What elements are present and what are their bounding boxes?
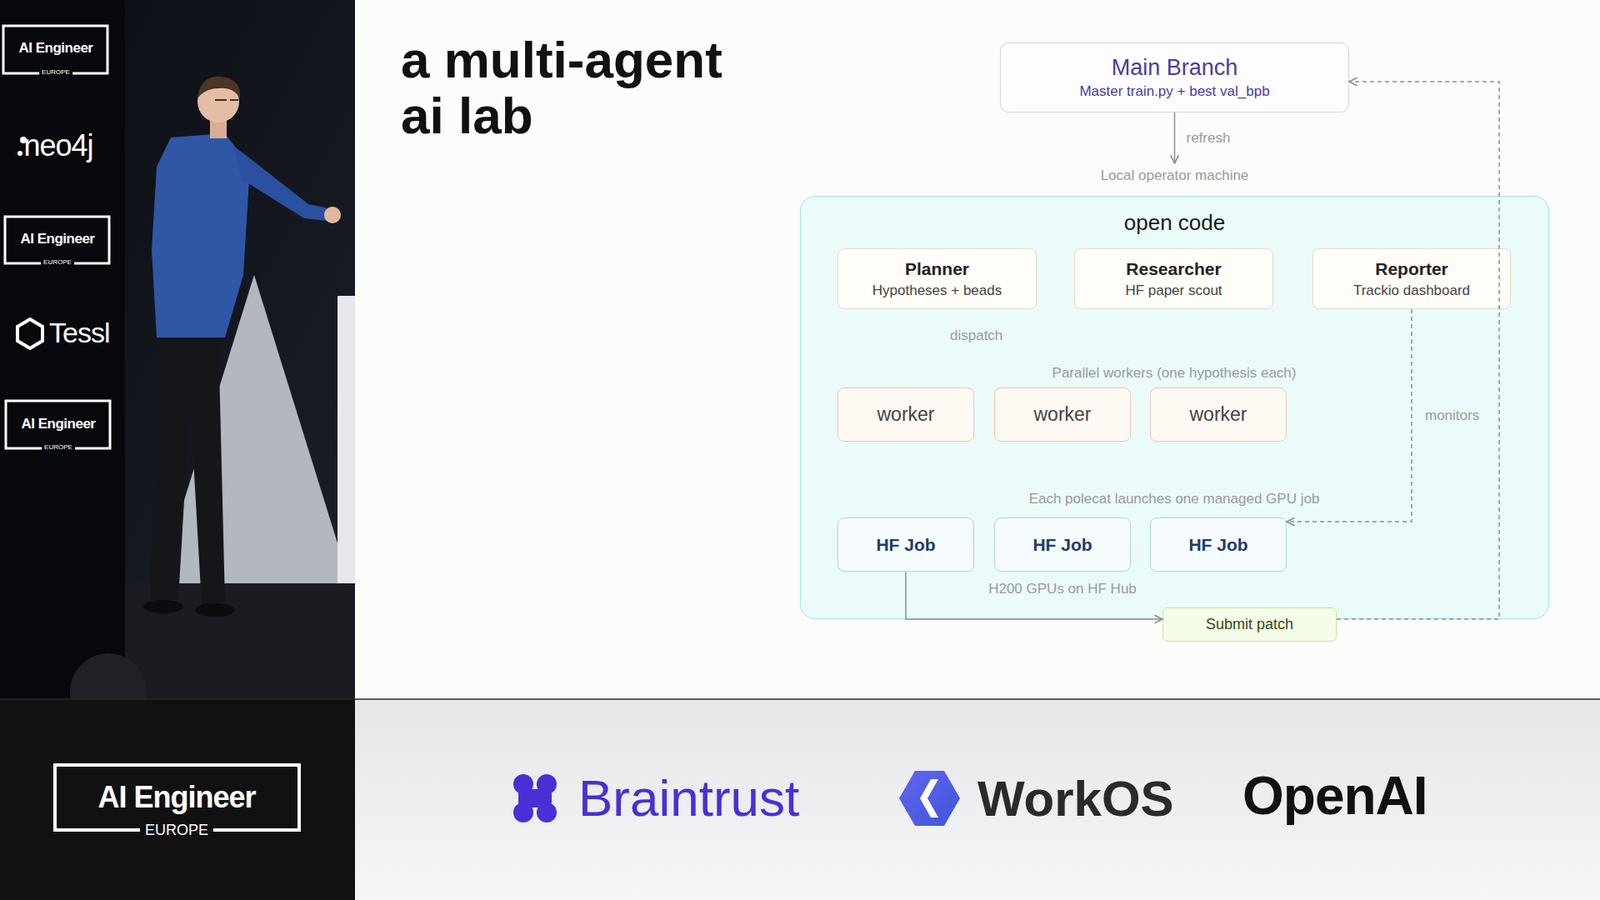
group-caption: Each polecat launches one managed GPU jo… [1029,490,1320,508]
stage-floor [125,583,355,700]
node-heading: HF Job [875,535,935,555]
neo4j-dot [17,150,23,156]
node-heading: Submit patch [1205,615,1294,634]
tessl-icon [17,319,43,349]
event-logo: EUROPE [140,821,214,840]
sponsor-logo: EUROPE [39,68,73,76]
node-heading: HF Job [1032,535,1092,555]
sponsor-logo: WorkOS [977,770,1175,828]
group-caption: Parallel workers (one hypothesis each) [1052,365,1297,382]
node-heading: HF Job [1188,535,1248,555]
speaker-shoe [143,600,184,614]
job-box: HF Job [1150,517,1287,572]
logo-frame [5,216,110,264]
logo-wall [0,0,125,700]
node-heading: Planner [905,259,970,280]
node-heading: Researcher [1125,259,1221,280]
sponsor-logo: neo4j [23,128,93,163]
event-logo: AI Engineer [97,780,255,815]
node-subtext: open code [800,210,1550,236]
sponsor-logo: AI Engineer [20,230,95,248]
node-subtext: Hypotheses + beads [872,282,1002,300]
sponsor-bar [355,699,1600,900]
action-box: Submit patch [1162,607,1337,642]
sponsor-logo: Braintrust [578,768,800,828]
speaker-sweater [151,133,250,338]
agent-box: ReporterTrackio dashboard [1312,248,1511,310]
sponsor-logo: Tessl [49,316,110,350]
arrow-label: dispatch [950,327,1003,345]
speaker-legs [150,333,225,605]
branch-box: Main BranchMaster train.py + best val_bp… [1000,42,1350,113]
container-group: Local operator machine open codePlannerHy… [800,163,1550,620]
worker-box: worker [837,387,975,442]
node-heading: Main Branch [1111,55,1239,81]
node-subtext: Trackio dashboard [1353,282,1470,300]
sponsor-logo: EUROPE [40,258,75,266]
speaker-glasses [215,99,239,101]
logo-frame [55,765,300,830]
flow-arrow [905,571,1163,620]
video-panel [0,0,355,700]
sponsor-logo: OpenAI [1242,765,1428,828]
bottom-bar-left [0,699,355,900]
node-heading: worker [1189,403,1247,426]
braintrust-icon [513,774,557,823]
worker-box: worker [1150,387,1287,442]
flow-arrow [1174,112,1176,164]
dashed-arrow [1336,81,1500,620]
job-box: HF Job [837,517,975,572]
workos-icon [899,770,960,826]
group-caption: H200 GPUs on HF Hub [988,580,1137,598]
dashed-arrow [1286,309,1412,522]
sponsor-logo: EUROPE [41,443,75,451]
speaker-shoe [195,603,235,617]
node-heading: worker [1033,403,1091,426]
node-subtext: Master train.py + best val_bpb [1079,83,1270,100]
node-subtext: HF paper scout [1125,282,1222,300]
workos-icon [920,779,939,818]
node-heading: Reporter [1375,259,1449,280]
edge-label: monitors [1425,407,1480,425]
sponsor-logo: AI Engineer [21,415,96,433]
slide-title: a multi-agent ai lab [400,31,760,144]
logo-frame [3,25,108,74]
edge-label: refresh [1186,130,1231,147]
node-heading: worker [876,403,935,426]
speaker-hair [197,76,240,99]
node-heading: Local operator machine [800,167,1550,185]
sponsor-logo: AI Engineer [19,40,94,57]
agent-box: Researcher HF paper scout [1074,248,1274,310]
logo-frame [5,400,110,449]
divider [0,698,1600,700]
worker-box: worker [994,387,1131,442]
job-box: HF Job [994,517,1131,572]
speaker-arm [233,145,330,221]
slide-background [355,0,1600,700]
speaker-hand [324,206,341,224]
agent-box: PlannerHypotheses + beads [837,248,1037,310]
